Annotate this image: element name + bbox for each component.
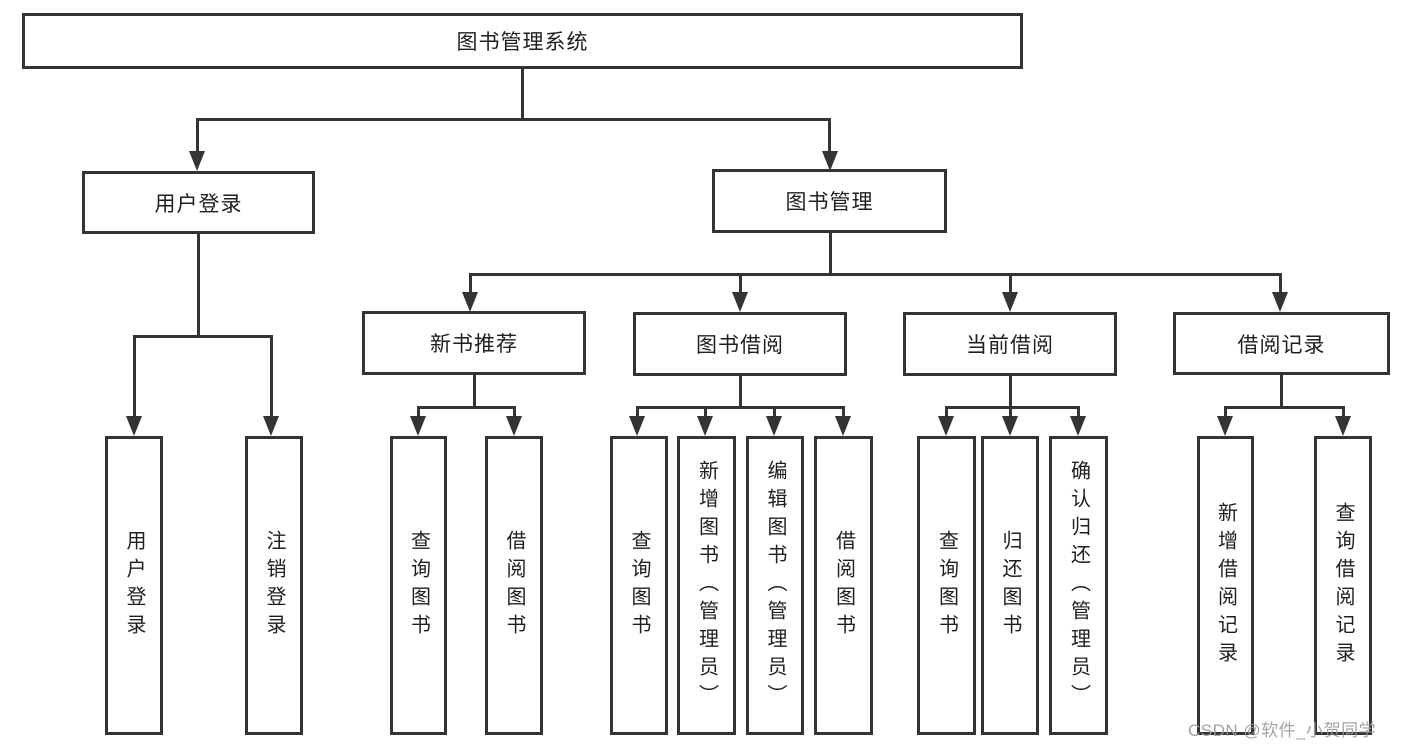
connector-cb-split bbox=[945, 406, 1080, 409]
arrowhead-nbr-query bbox=[410, 416, 426, 436]
connector-bb-split bbox=[636, 406, 845, 409]
leaf-cb-return-books: 归还图书 bbox=[981, 436, 1039, 735]
connector-bb-drop bbox=[739, 376, 742, 406]
arrowhead-cb-query bbox=[938, 416, 954, 436]
connector-book-mgmt-drop bbox=[829, 233, 832, 273]
connector-user-login-split bbox=[133, 335, 272, 338]
arrowhead-book-mgmt bbox=[822, 151, 838, 171]
connector-to-bb-edit bbox=[773, 406, 776, 418]
arrowhead-user-login bbox=[189, 151, 205, 171]
connector-level2-split bbox=[196, 118, 831, 121]
arrowhead-br-query bbox=[1335, 416, 1351, 436]
connector-cb-drop bbox=[1009, 376, 1012, 406]
connector-to-br-add bbox=[1224, 406, 1227, 418]
connector-to-book-borrow bbox=[739, 273, 742, 294]
connector-br-drop bbox=[1280, 375, 1283, 406]
connector-to-bb-add bbox=[704, 406, 707, 418]
arrowhead-bb-query bbox=[629, 416, 645, 436]
leaf-bb-add-books-admin: 新增图书（管理员） bbox=[677, 436, 736, 735]
connector-to-nbr-borrow bbox=[513, 406, 516, 418]
arrowhead-leaf-login bbox=[126, 416, 142, 436]
connector-to-bb-borrow bbox=[842, 406, 845, 418]
connector-to-cb-confirm bbox=[1077, 406, 1080, 418]
connector-to-borrow-records bbox=[1279, 273, 1282, 294]
connector-nbr-drop bbox=[473, 375, 476, 408]
leaf-nbr-borrow-books: 借阅图书 bbox=[485, 436, 543, 735]
arrowhead-new-book-rec bbox=[462, 292, 478, 312]
connector-level3-split bbox=[469, 273, 1282, 276]
connector-user-login-drop bbox=[197, 234, 200, 335]
connector-to-bb-query bbox=[636, 406, 639, 418]
csdn-watermark: CSDN @软件_小贺同学 bbox=[1188, 721, 1377, 740]
arrowhead-bb-borrow bbox=[835, 416, 851, 436]
leaf-bb-edit-books-admin: 编辑图书（管理员） bbox=[746, 436, 804, 735]
connector-root-drop bbox=[521, 69, 524, 118]
arrowhead-leaf-logout bbox=[263, 416, 279, 436]
node-library-system: 图书管理系统 bbox=[22, 13, 1023, 69]
arrowhead-book-borrow bbox=[732, 292, 748, 312]
connector-to-nbr-query bbox=[417, 406, 420, 418]
leaf-user-login: 用户登录 bbox=[105, 436, 163, 735]
node-new-book-recommend: 新书推荐 bbox=[362, 311, 586, 375]
connector-to-user-login bbox=[196, 118, 199, 154]
arrowhead-bb-add bbox=[697, 416, 713, 436]
connector-to-cb-return bbox=[1009, 406, 1012, 418]
connector-to-cb-query bbox=[945, 406, 948, 418]
connector-to-new-book-rec bbox=[469, 273, 472, 294]
leaf-br-add-record: 新增借阅记录 bbox=[1197, 436, 1254, 735]
connector-to-br-query bbox=[1342, 406, 1345, 418]
leaf-cb-confirm-return-admin: 确认归还（管理员） bbox=[1049, 436, 1108, 735]
arrowhead-current-borrow bbox=[1002, 292, 1018, 312]
node-user-login: 用户登录 bbox=[82, 171, 315, 234]
leaf-bb-query-books: 查询图书 bbox=[610, 436, 668, 735]
connector-to-current-borrow bbox=[1009, 273, 1012, 294]
connector-to-leaf-logout bbox=[270, 335, 273, 417]
arrowhead-cb-confirm bbox=[1070, 416, 1086, 436]
node-book-borrowing: 图书借阅 bbox=[633, 312, 847, 376]
leaf-bb-borrow-books: 借阅图书 bbox=[814, 436, 873, 735]
leaf-nbr-query-books: 查询图书 bbox=[390, 436, 447, 735]
leaf-cb-query-books: 查询图书 bbox=[917, 436, 976, 735]
connector-br-split bbox=[1224, 406, 1345, 409]
leaf-br-query-record: 查询借阅记录 bbox=[1314, 436, 1372, 735]
connector-to-book-mgmt bbox=[828, 118, 831, 154]
arrowhead-br-add bbox=[1217, 416, 1233, 436]
arrowhead-bb-edit bbox=[766, 416, 782, 436]
arrowhead-borrow-records bbox=[1272, 292, 1288, 312]
node-current-borrowing: 当前借阅 bbox=[903, 312, 1117, 376]
connector-nbr-split bbox=[417, 406, 516, 409]
node-book-management: 图书管理 bbox=[712, 169, 947, 233]
leaf-logout: 注销登录 bbox=[245, 436, 303, 735]
connector-to-leaf-login bbox=[133, 335, 136, 417]
arrowhead-cb-return bbox=[1002, 416, 1018, 436]
node-borrow-records: 借阅记录 bbox=[1173, 312, 1390, 375]
arrowhead-nbr-borrow bbox=[506, 416, 522, 436]
